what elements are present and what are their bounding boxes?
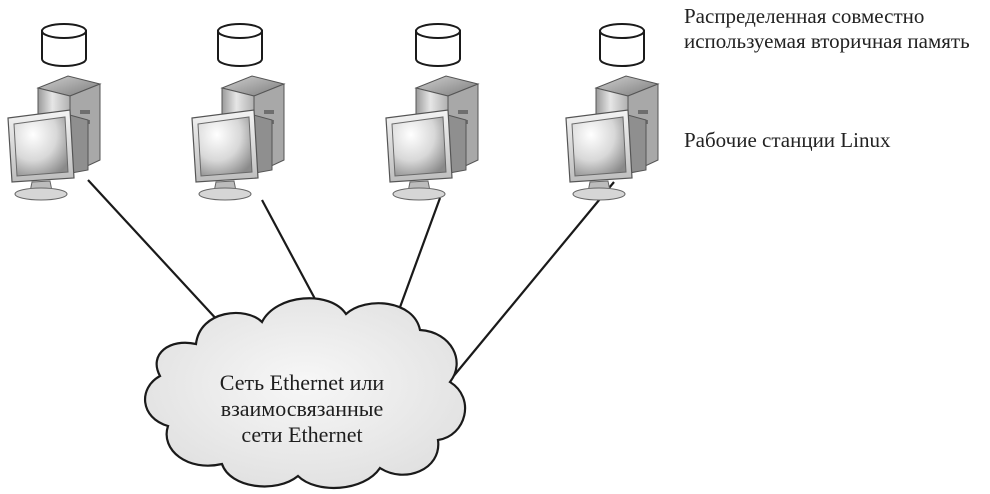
workstation-4	[565, 23, 659, 201]
network-label: Сеть Ethernet или взаимосвязанные сети E…	[172, 370, 432, 448]
disk-icon	[415, 23, 461, 67]
computer-icon	[565, 75, 659, 201]
network-label-line-2: взаимосвязанные	[220, 396, 384, 421]
link-workstation-2	[261, 199, 323, 313]
link-workstation-1	[87, 179, 233, 337]
disk-icon	[599, 23, 645, 67]
legend-distributed-storage: Распределенная совместно используемая вт…	[684, 4, 970, 53]
legend-linux-workstations: Рабочие станции Linux	[684, 128, 891, 152]
network-label-line-3: сети Ethernet	[241, 422, 363, 447]
connection-lines	[87, 179, 615, 379]
workstation-2	[191, 23, 285, 201]
workstation-1	[7, 23, 101, 201]
workstation-3	[385, 23, 479, 201]
ethernet-cloud-icon	[144, 297, 467, 490]
link-workstation-4	[451, 181, 615, 379]
computer-icon	[191, 75, 285, 201]
network-label-line-1: Сеть Ethernet или	[219, 370, 385, 395]
disk-icon	[217, 23, 263, 67]
computer-icon	[7, 75, 101, 201]
disk-icon	[41, 23, 87, 67]
computer-icon	[385, 75, 479, 201]
